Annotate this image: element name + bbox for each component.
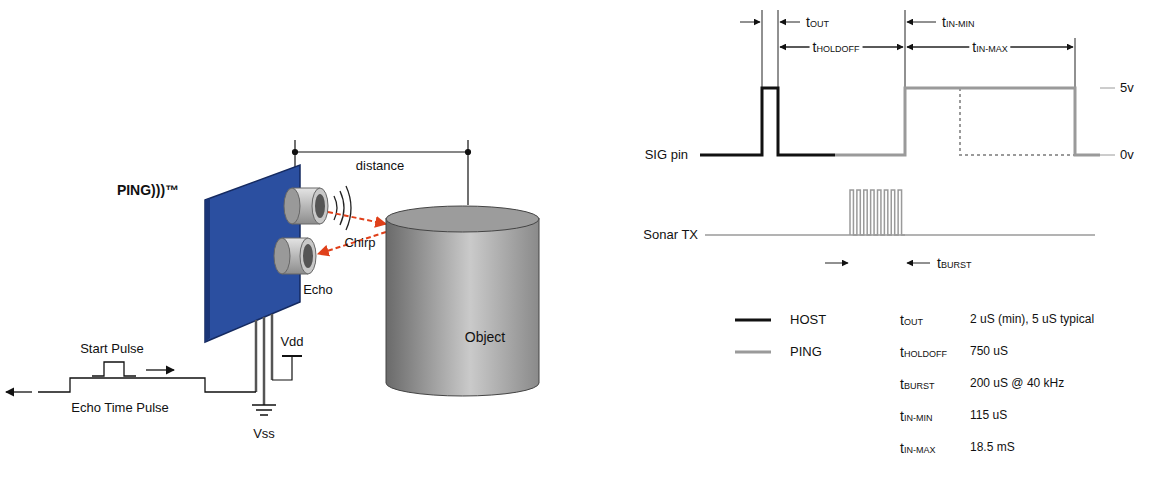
legend-text: HOST [790, 313, 826, 328]
vdd-wire [272, 356, 302, 380]
start-pulse [92, 362, 174, 376]
level-label: 5v [1120, 81, 1134, 96]
timing-label: tIN-MIN [942, 14, 974, 30]
level-label: 0v [1120, 148, 1134, 163]
legend-entry: HOST [735, 312, 855, 328]
object-label: Object [465, 329, 505, 345]
legend-line-sample [735, 344, 775, 360]
timing-ticks [740, 10, 1075, 88]
dimension-label: distance [356, 159, 404, 174]
part-name: PING)))™ [117, 182, 179, 198]
timing-label: tIN-MAX [969, 39, 1010, 55]
signal-name: Sonar TX [643, 228, 698, 243]
legend-line-sample [735, 312, 775, 328]
signal-label: Start Pulse [80, 342, 144, 357]
legend-entry: PING [735, 344, 855, 360]
table-cell: tIN-MAX [900, 440, 935, 456]
table-cell: 18.5 mS [970, 441, 1015, 455]
ground-symbol [252, 405, 276, 415]
table-cell: 2 uS (min), 5 uS typical [970, 313, 1094, 327]
signal-label: Echo [303, 283, 333, 298]
table-cell: tBURST [900, 376, 934, 392]
timing-label: tHOLDOFF [810, 39, 863, 55]
timing-label: tBURST [937, 255, 971, 271]
pin-name: Vss [253, 427, 275, 442]
signal-label: Echo Time Pulse [71, 401, 169, 416]
table-cell: 115 uS [970, 409, 1007, 423]
legend-text: PING [790, 345, 822, 360]
echo-pulse [6, 378, 256, 392]
ping-sensor [205, 165, 386, 405]
object-cylinder: Object [385, 205, 540, 397]
signal-name: SIG pin [645, 148, 688, 163]
table-cell: tIN-MIN [900, 408, 932, 424]
table-cell: 200 uS @ 40 kHz [970, 377, 1064, 391]
table-cell: tOUT [900, 312, 923, 328]
timing-label: tOUT [806, 14, 829, 30]
table-cell: 750 uS [970, 345, 1008, 359]
pin-name: Vdd [280, 335, 303, 350]
cylinder-outline [385, 205, 540, 397]
sig-waveform [700, 88, 1115, 155]
signal-label: Chirp [344, 236, 375, 251]
sonar-tx-waveform [705, 190, 1095, 263]
table-cell: tHOLDOFF [900, 344, 947, 360]
